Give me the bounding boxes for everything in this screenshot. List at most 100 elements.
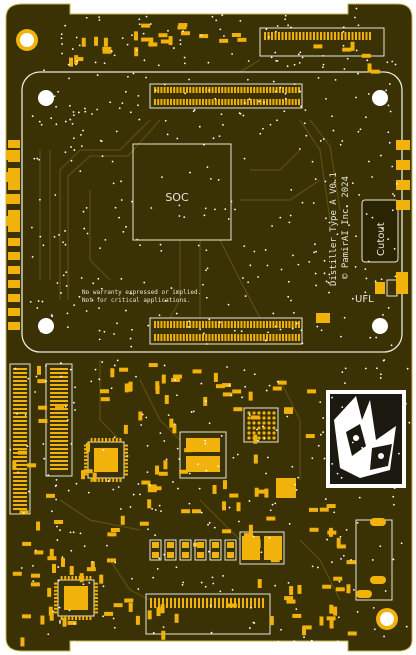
- pin: [101, 438, 104, 442]
- via: [364, 291, 367, 294]
- passive-pad: [128, 382, 133, 392]
- pin: [226, 598, 228, 608]
- via: [84, 110, 87, 113]
- via: [298, 148, 301, 150]
- ic-small: [276, 478, 296, 498]
- pin: [13, 448, 27, 450]
- inductor-pad: [264, 536, 282, 560]
- pin: [13, 404, 27, 406]
- via: [113, 626, 116, 629]
- via: [40, 123, 43, 126]
- pin: [115, 478, 118, 482]
- via: [110, 50, 113, 52]
- pin: [192, 99, 195, 105]
- pin: [13, 400, 27, 402]
- via: [80, 277, 83, 279]
- passive-pad: [155, 465, 160, 475]
- via: [59, 529, 61, 532]
- via: [220, 113, 223, 116]
- via: [340, 476, 343, 479]
- via: [339, 143, 342, 146]
- via: [146, 471, 149, 474]
- soc-outline: [132, 143, 232, 241]
- pin: [242, 598, 244, 608]
- via: [247, 60, 250, 62]
- pin: [13, 440, 27, 442]
- passive-pad: [179, 469, 189, 474]
- pin: [101, 478, 104, 482]
- via: [351, 297, 354, 300]
- via: [131, 328, 133, 331]
- pin: [221, 334, 224, 341]
- via: [162, 626, 165, 629]
- via: [177, 487, 179, 490]
- via: [353, 589, 355, 591]
- via: [259, 132, 262, 135]
- pin: [163, 334, 166, 341]
- via: [287, 280, 290, 283]
- trace: [309, 119, 341, 211]
- pin: [205, 99, 208, 105]
- pin: [202, 99, 204, 105]
- via: [324, 217, 327, 220]
- via: [160, 249, 163, 252]
- pin: [302, 32, 305, 40]
- passive-pad: [292, 613, 302, 618]
- via: [150, 207, 153, 209]
- via: [188, 78, 190, 81]
- passive-pad: [30, 573, 40, 578]
- edge-pad: [8, 266, 20, 274]
- pin: [84, 462, 88, 465]
- via: [212, 137, 215, 140]
- side-connector-tab: [370, 576, 386, 584]
- via: [219, 590, 222, 593]
- capacitor-pad: [182, 542, 189, 548]
- via: [341, 371, 344, 374]
- via: [98, 16, 101, 19]
- via: [274, 325, 277, 328]
- pin: [85, 616, 88, 620]
- pin: [267, 32, 270, 40]
- via: [265, 389, 268, 392]
- passive-pad: [169, 418, 174, 428]
- via: [358, 496, 361, 499]
- via: [374, 280, 377, 283]
- edge-cap: [396, 160, 410, 170]
- passive-pad: [237, 37, 247, 42]
- ufl-pad: [375, 282, 385, 294]
- pin: [266, 99, 268, 105]
- passive-pad: [250, 415, 260, 420]
- via: [135, 49, 138, 52]
- via: [72, 401, 75, 404]
- pin: [50, 456, 68, 458]
- via: [228, 384, 231, 387]
- pin: [75, 576, 77, 580]
- via: [295, 322, 298, 325]
- fpc-connector-bottom: [145, 593, 271, 635]
- via: [120, 180, 122, 183]
- via: [137, 483, 140, 485]
- pin: [157, 321, 160, 328]
- passive-pad: [30, 582, 40, 587]
- via: [358, 193, 361, 196]
- via: [126, 455, 129, 457]
- via: [198, 487, 201, 490]
- pin: [259, 334, 262, 341]
- ball: [262, 411, 266, 415]
- via: [62, 274, 65, 277]
- pin: [13, 504, 27, 506]
- ball: [272, 436, 276, 440]
- via: [219, 28, 222, 31]
- via: [157, 64, 160, 67]
- via: [218, 135, 221, 138]
- pin: [13, 492, 27, 494]
- via: [176, 394, 178, 397]
- via: [361, 446, 363, 449]
- via: [392, 495, 395, 498]
- via: [293, 83, 296, 86]
- via: [319, 433, 322, 436]
- pin: [227, 87, 230, 93]
- via: [238, 520, 240, 523]
- via: [265, 472, 267, 475]
- pin: [278, 321, 281, 328]
